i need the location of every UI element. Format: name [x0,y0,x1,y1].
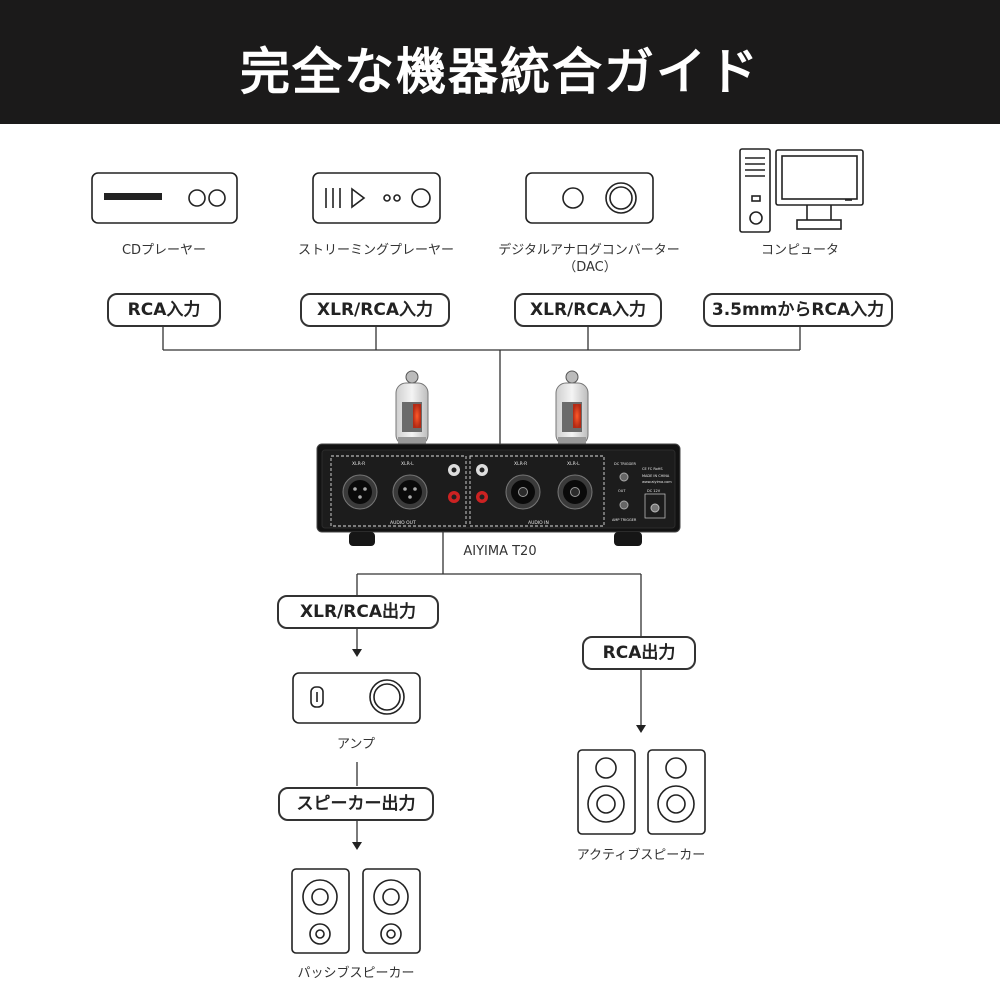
passive-speaker-right-icon [362,868,421,954]
label-xlr-r: XLR-R [352,461,365,467]
xlr-output-l-connector [392,474,428,510]
xlr-input-l-connector [557,474,593,510]
output-lines [356,532,642,843]
xlr-input-r-connector [505,474,541,510]
cd-player-icon [91,172,238,224]
xlr-output-r-connector [342,474,378,510]
caption-active-speakers: アクティブスピーカー [576,848,706,863]
computer-icon [739,148,864,233]
label-xlr-l-in: XLR-L [567,461,580,467]
active-speaker-left-icon [577,749,636,835]
mini-jack-rca-input-pill: 3.5mmからRCA入力 [703,293,893,327]
xlr-rca-input-pill-streaming: XLR/RCA入力 [300,293,450,327]
label-website: www.aiyima.com [642,480,672,484]
dac-icon [525,172,654,224]
device-name: AIYIMA T20 [463,544,537,559]
label-out: OUT [618,489,626,493]
xlr-rca-input-pill-dac: XLR/RCA入力 [514,293,662,327]
streaming-player-icon [312,172,441,224]
active-speaker-right-icon [647,749,706,835]
input-bus-lines [162,326,801,450]
amplifier-icon [292,672,421,724]
vacuum-tube-right [555,370,589,446]
label-cert: CE FC RoHS [642,467,663,471]
trigger-power-panel [619,472,666,519]
label-xlr-l: XLR-L [401,461,414,467]
xlr-rca-output-pill: XLR/RCA出力 [277,595,439,629]
label-dc-trigger: DC TRIGGER [614,462,636,466]
label-audio-in: AUDIO IN [528,520,549,526]
label-audio-out: AUDIO OUT [390,520,416,526]
output-arrows [352,649,646,850]
passive-speaker-left-icon [291,868,350,954]
rca-input-pill: RCA入力 [107,293,221,327]
vacuum-tube-left [395,370,429,446]
caption-computer: コンピュータ [760,243,839,258]
page-title: 完全な機器統合ガイド [240,43,760,101]
aiyima-t20-device: XLR-R XLR-L XLR-R XLR-L AUDIO OUT AUDIO … [316,443,681,546]
header-banner: 完全な機器統合ガイド [0,0,1000,124]
label-dc-power: DC 12V [647,489,661,493]
caption-cd-player: CDプレーヤー [121,243,207,258]
label-amp-trigger: AMP TRIGGER [612,518,637,522]
caption-amplifier: アンプ [336,737,376,752]
caption-dac: デジタルアナログコンバーター [498,243,680,258]
caption-streaming-player: ストリーミングプレーヤー [297,243,454,258]
caption-dac-abbr: （DAC） [563,260,617,275]
rca-output-pill: RCA出力 [582,636,696,670]
speaker-output-pill: スピーカー出力 [278,787,434,821]
caption-passive-speakers: パッシブスピーカー [297,966,415,981]
rca-jacks [448,464,488,503]
label-xlr-r-in: XLR-R [514,461,527,467]
label-made-in: MADE IN CHINA [642,474,670,478]
